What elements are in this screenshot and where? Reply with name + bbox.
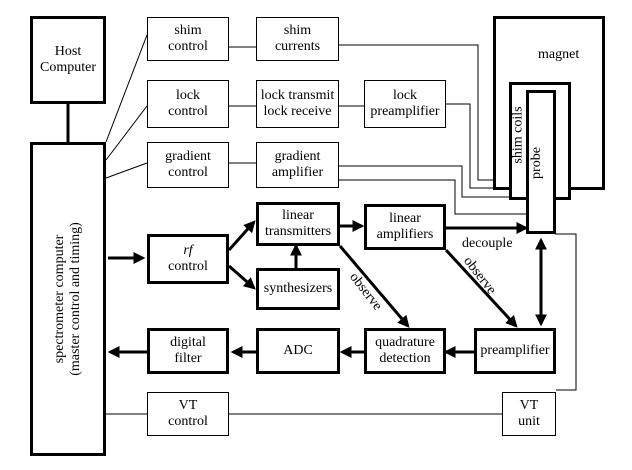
lock-preamp-line-2: preamplifier	[370, 104, 440, 119]
synthesizers-label: synthesizers	[263, 281, 333, 296]
shim-control-box: shim control	[147, 17, 229, 61]
spectrometer-label: spectrometer computer (master control an…	[52, 222, 84, 376]
link-lock	[105, 105, 148, 161]
synthesizers-box: synthesizers	[256, 268, 340, 310]
digital-filter-box: digital filter	[147, 328, 229, 374]
digital-filter-line-2: filter	[174, 351, 202, 366]
gradient-amplifier-box: gradient amplifier	[256, 142, 339, 188]
decouple-label: decouple	[462, 236, 513, 251]
probe-box: probe	[526, 90, 556, 234]
lock-control-line-2: control	[168, 104, 208, 119]
digital-filter-line-1: digital	[170, 335, 206, 350]
magnet-label: magnet	[538, 47, 580, 62]
lock-tr-line-1: lock transmit	[260, 88, 335, 103]
shim-control-line-1: shim	[174, 23, 202, 38]
vt-control-line-2: control	[168, 414, 208, 429]
vt-unit-line-1: VT	[519, 398, 539, 413]
preamplifier-box: preamplifier	[474, 328, 556, 374]
quadrature-line-1: quadrature	[375, 335, 435, 350]
spectrometer-line-2: (master control and timing)	[68, 222, 84, 376]
lock-control-line-1: lock	[175, 88, 201, 103]
gradient-control-line-2: control	[168, 165, 208, 180]
link-shim	[105, 34, 148, 143]
spectrometer-line-1: spectrometer computer	[52, 234, 68, 364]
quadrature-detection-box: quadrature detection	[364, 328, 446, 374]
quadrature-line-2: detection	[379, 351, 431, 366]
line-vt-probe	[555, 233, 577, 391]
gradient-control-line-1: gradient	[165, 149, 211, 164]
rf-line-2: control	[168, 259, 208, 274]
lock-control-box: lock control	[147, 80, 229, 128]
lock-transmit-receive-box: lock transmit lock receive	[256, 80, 339, 128]
gradient-amp-line-1: gradient	[274, 149, 321, 164]
vt-control-line-1: VT	[178, 398, 198, 413]
vt-unit-line-2: unit	[518, 414, 540, 429]
host-line-1: Host	[54, 44, 82, 59]
gradient-control-box: gradient control	[147, 142, 229, 188]
lock-preamplifier-box: lock preamplifier	[364, 80, 446, 128]
vt-control-box: VT control	[147, 392, 229, 436]
linear-amplifiers-line-2: amplifiers	[376, 227, 434, 242]
gradient-amp-line-2: amplifier	[271, 165, 324, 180]
probe-label: probe	[528, 147, 544, 179]
line-lock	[446, 103, 511, 189]
host-line-2: Computer	[40, 60, 96, 75]
line-gradient	[339, 165, 528, 198]
rf-line-1: rf	[183, 243, 193, 258]
rf-control-box: rf control	[147, 234, 229, 284]
lock-tr-line-2: lock receive	[263, 104, 332, 119]
shim-currents-line-2: currents	[274, 39, 321, 54]
shim-currents-line-1: shim	[283, 23, 312, 38]
spectrometer-computer-box: spectrometer computer (master control an…	[30, 142, 106, 456]
linear-transmitters-line-2: transmitters	[264, 224, 332, 239]
vt-unit-box: VT unit	[502, 392, 556, 436]
linear-transmitters-line-1: linear	[282, 208, 314, 223]
linear-transmitters-box: linear transmitters	[256, 202, 340, 246]
shim-control-line-2: control	[168, 39, 208, 54]
preamplifier-label: preamplifier	[480, 343, 550, 358]
shim-currents-box: shim currents	[256, 17, 339, 61]
shim-coils-label: shim coils	[510, 106, 526, 164]
host-computer-box: Host Computer	[30, 16, 106, 104]
link-gradient	[105, 162, 148, 179]
lock-preamp-line-1: lock	[392, 88, 418, 103]
adc-label: ADC	[283, 343, 313, 358]
adc-box: ADC	[256, 328, 340, 374]
linear-amplifiers-box: linear amplifiers	[364, 204, 446, 250]
linear-amplifiers-line-1: linear	[389, 211, 421, 226]
